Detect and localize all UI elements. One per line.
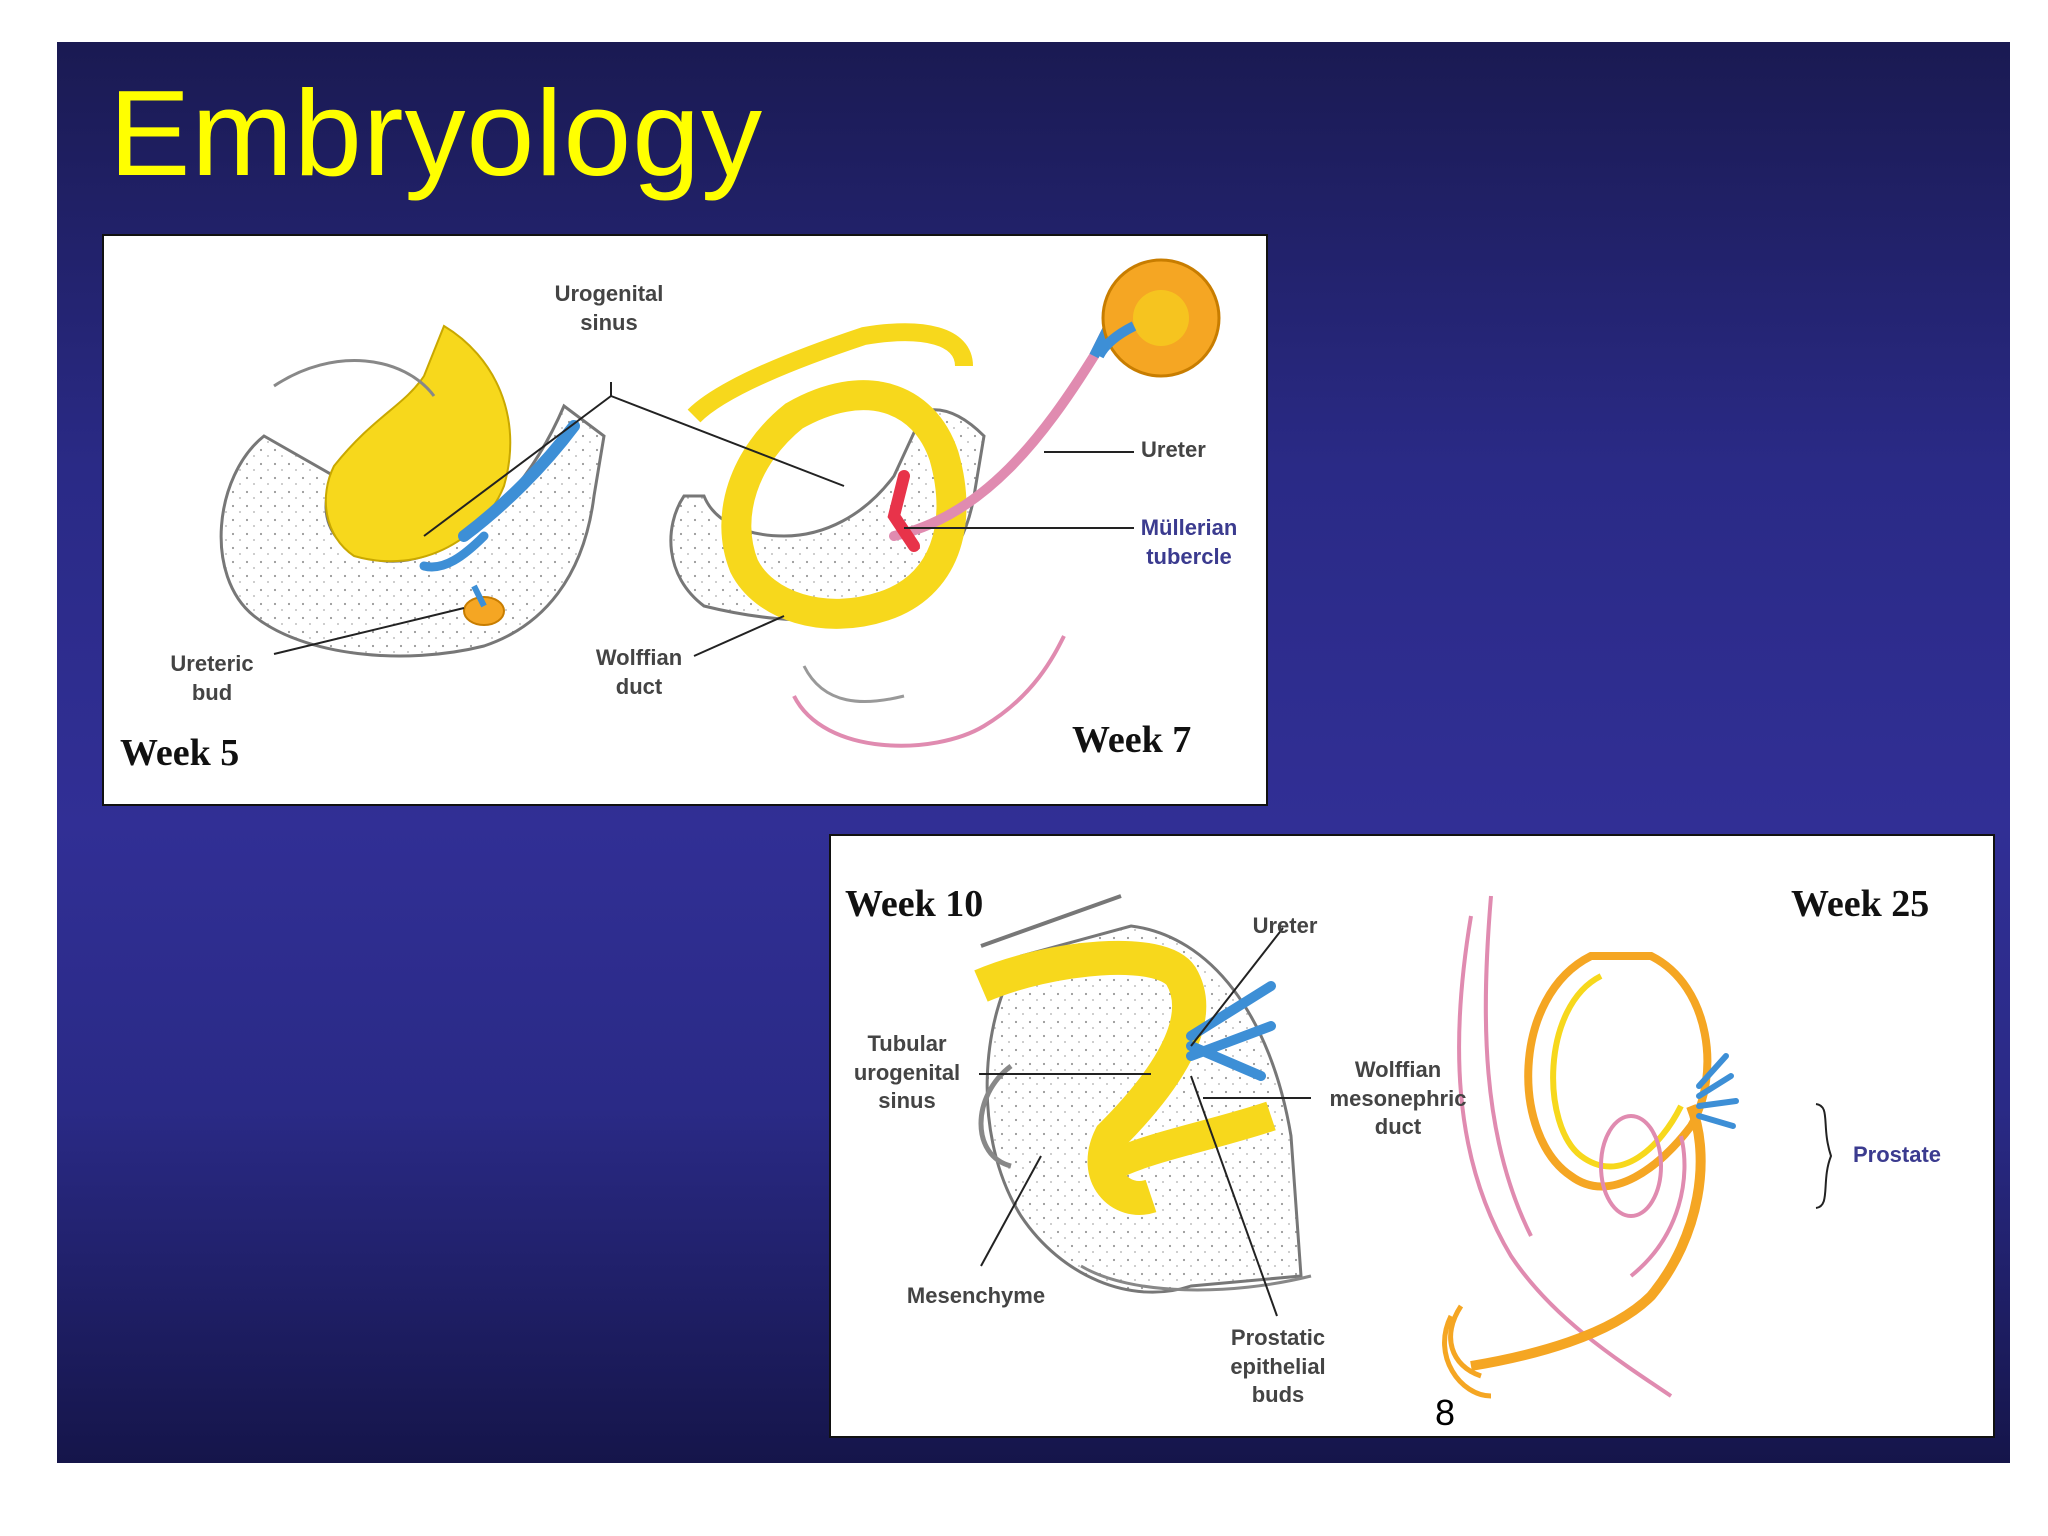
label-wolffian-duct: Wolffian duct [595,645,683,699]
leader-lines-bottom [979,927,1833,1317]
label-mesenchyme: Mesenchyme [906,1283,1046,1308]
label-mullerian-tubercle: Müllerian tubercle [1140,515,1238,569]
illustration-week10-week25 [974,894,1833,1399]
label-prostatic-epithelial-buds: Prostatic epithelial buds [1230,1325,1326,1408]
label-ureter-top: Ureter [1141,437,1206,462]
label-urogenital-sinus: Urogenital sinus [554,281,664,335]
label-tubular-urogenital-sinus: Tubular urogenital sinus [853,1031,961,1114]
week7-embryo-drawing [669,258,1221,748]
leader-lines-top [273,382,1134,657]
week10-embryo-drawing [974,894,1312,1294]
week-25-label: Week 25 [1791,883,1930,925]
week-5-label: Week 5 [120,732,240,774]
week5-embryo-drawing [219,324,606,658]
week-7-label: Week 7 [1072,719,1192,761]
label-prostate: Prostate [1853,1142,1942,1167]
illustration-week5-week7 [219,258,1221,748]
slide: Embryology [57,42,2010,1463]
label-wolffian-mesonephric-duct: Wolffian mesonephric duct [1329,1057,1467,1140]
label-ureter-bottom: Ureter [1252,913,1318,938]
page-number: 8 [1435,1392,1456,1433]
figure-week5-week7: Urogenital sinus Ureteric bud Wolffian d… [102,234,1268,806]
label-ureteric-bud: Ureteric bud [170,651,254,705]
figure-week10-week25: Week 10 Week 25 Ureter Tubular urogenita… [829,834,1995,1438]
week-10-label: Week 10 [845,883,984,925]
week25-embryo-drawing [1442,895,1739,1399]
slide-title: Embryology [109,65,764,201]
